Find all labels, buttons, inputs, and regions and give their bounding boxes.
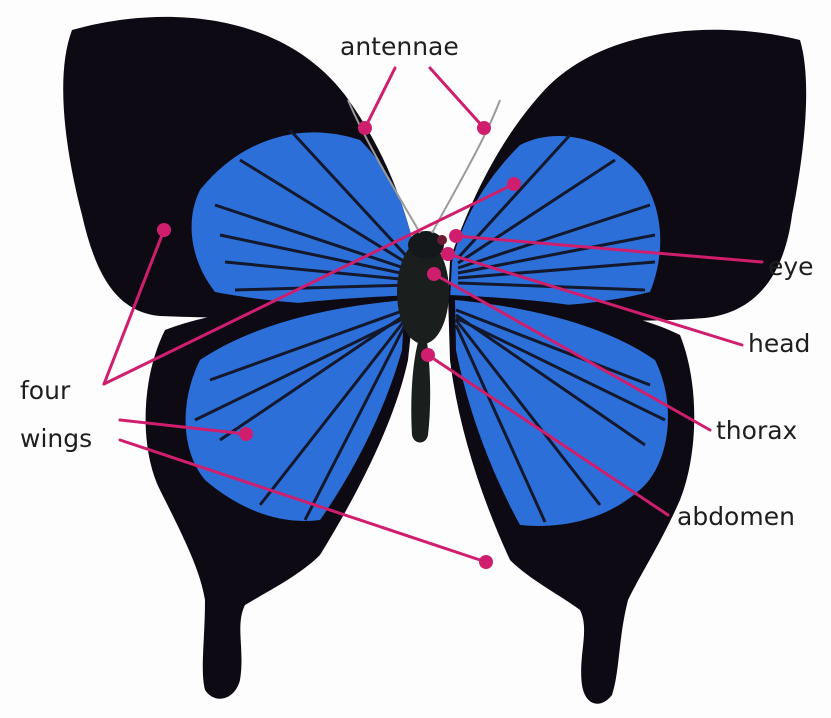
upper-right-wing	[448, 30, 806, 321]
upper-right-wing-marker	[507, 177, 521, 191]
antenna-left-marker	[358, 121, 372, 135]
lower-right-wing	[448, 295, 694, 704]
eye-shape	[437, 235, 447, 245]
label-abdomen: abdomen	[677, 502, 795, 532]
eye-marker	[449, 229, 463, 243]
abdomen-marker	[421, 348, 435, 362]
antennae-leader-right	[430, 68, 484, 128]
label-head: head	[748, 329, 810, 359]
thorax-marker	[427, 267, 441, 281]
antenna-right-marker	[477, 121, 491, 135]
lower-left-wing	[146, 295, 415, 699]
lower-left-wing-marker	[239, 427, 253, 441]
label-thorax: thorax	[716, 416, 797, 446]
antennae-leader-left	[365, 68, 395, 128]
head-marker	[441, 247, 455, 261]
label-eye: eye	[768, 252, 814, 282]
label-four: four	[20, 376, 70, 406]
lower-right-wing-marker	[479, 555, 493, 569]
label-antennae: antennae	[340, 32, 459, 62]
label-wings: wings	[20, 424, 92, 454]
upper-left-wing-marker	[157, 223, 171, 237]
head-shape	[408, 231, 444, 259]
